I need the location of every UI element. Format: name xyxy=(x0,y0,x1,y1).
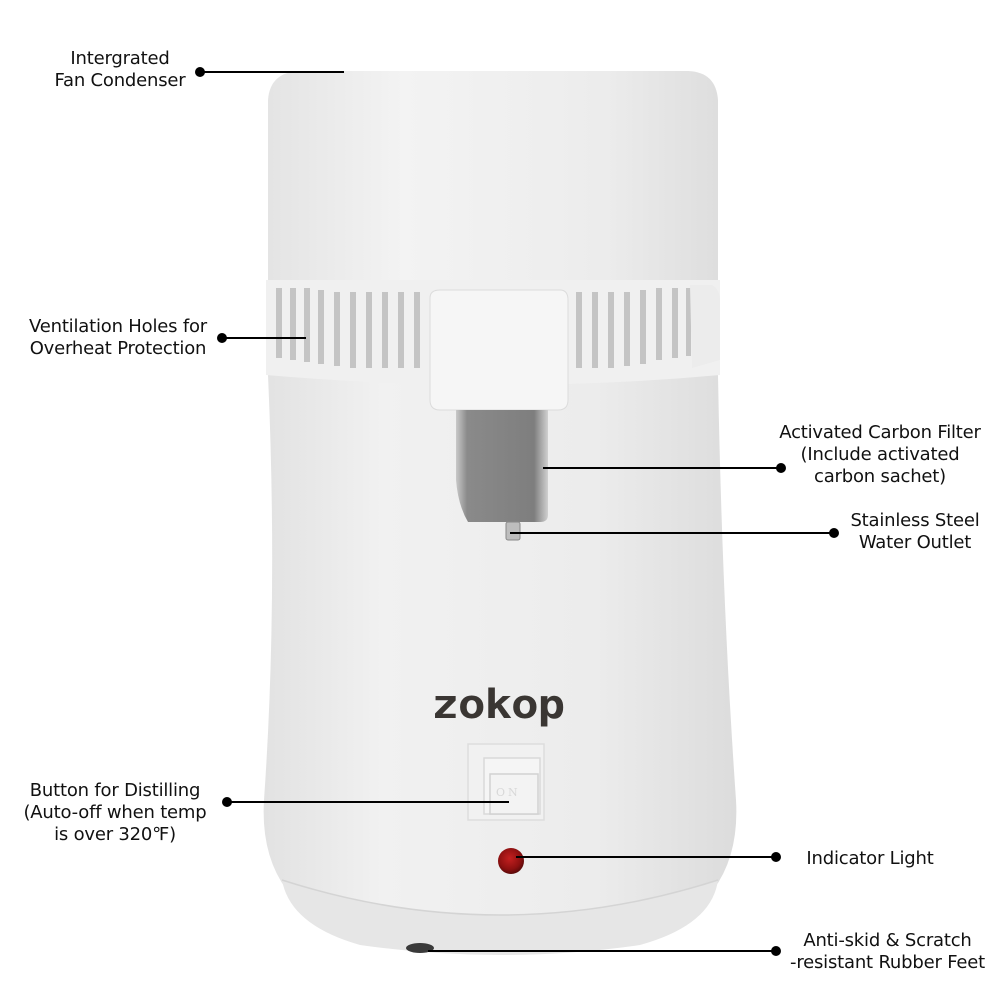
leader-dot xyxy=(776,463,786,473)
callout-text: Indicator Light xyxy=(806,848,934,869)
callout-distill-button: Button for Distilling (Auto-off when tem… xyxy=(15,780,215,846)
callout-ventilation-holes: Ventilation Holes for Overheat Protectio… xyxy=(18,316,218,360)
callout-text: -resistant Rubber Feet xyxy=(790,952,985,973)
brand-logo: zokop xyxy=(431,682,565,728)
callout-fan-condenser: Intergrated Fan Condenser xyxy=(40,48,200,92)
callout-text: Overheat Protection xyxy=(29,338,207,359)
callout-text: Stainless Steel xyxy=(850,510,980,531)
callout-water-outlet: Stainless Steel Water Outlet xyxy=(840,510,990,554)
on-switch xyxy=(489,773,539,815)
water-outlet xyxy=(505,521,521,541)
leader-line xyxy=(516,856,776,858)
callout-carbon-filter: Activated Carbon Filter (Include activat… xyxy=(770,422,990,488)
callout-text: Water Outlet xyxy=(858,532,972,553)
indicator-light xyxy=(498,848,524,874)
rubber-foot xyxy=(406,943,434,953)
callout-text: Fan Condenser xyxy=(54,70,186,91)
leader-line xyxy=(200,71,344,73)
main-body xyxy=(263,375,737,948)
callout-indicator-light: Indicator Light xyxy=(800,848,940,870)
fan-condenser-lid xyxy=(268,71,718,282)
callout-text: (Include activated xyxy=(800,444,960,465)
switch-on-label: ON xyxy=(496,786,521,799)
carbon-filter xyxy=(456,410,548,522)
callout-rubber-feet: Anti-skid & Scratch -resistant Rubber Fe… xyxy=(780,930,995,974)
callout-text: carbon sachet) xyxy=(814,466,946,487)
callout-text: Ventilation Holes for xyxy=(29,316,207,337)
leader-line xyxy=(428,950,776,952)
leader-line xyxy=(543,467,781,469)
leader-dot xyxy=(771,852,781,862)
callout-text: Activated Carbon Filter xyxy=(779,422,981,443)
spout-housing xyxy=(429,289,569,411)
leader-dot xyxy=(829,528,839,538)
callout-text: Button for Distilling xyxy=(29,780,201,801)
callout-text: Intergrated xyxy=(70,48,170,69)
leader-line xyxy=(222,337,306,339)
leader-line xyxy=(227,801,509,803)
ventilation-slots xyxy=(276,288,691,368)
leader-dot xyxy=(771,946,781,956)
callout-text: (Auto-off when temp xyxy=(23,802,207,823)
leader-line xyxy=(510,532,835,534)
callout-text: is over 320℉) xyxy=(54,824,176,845)
callout-text: Anti-skid & Scratch xyxy=(803,930,972,951)
